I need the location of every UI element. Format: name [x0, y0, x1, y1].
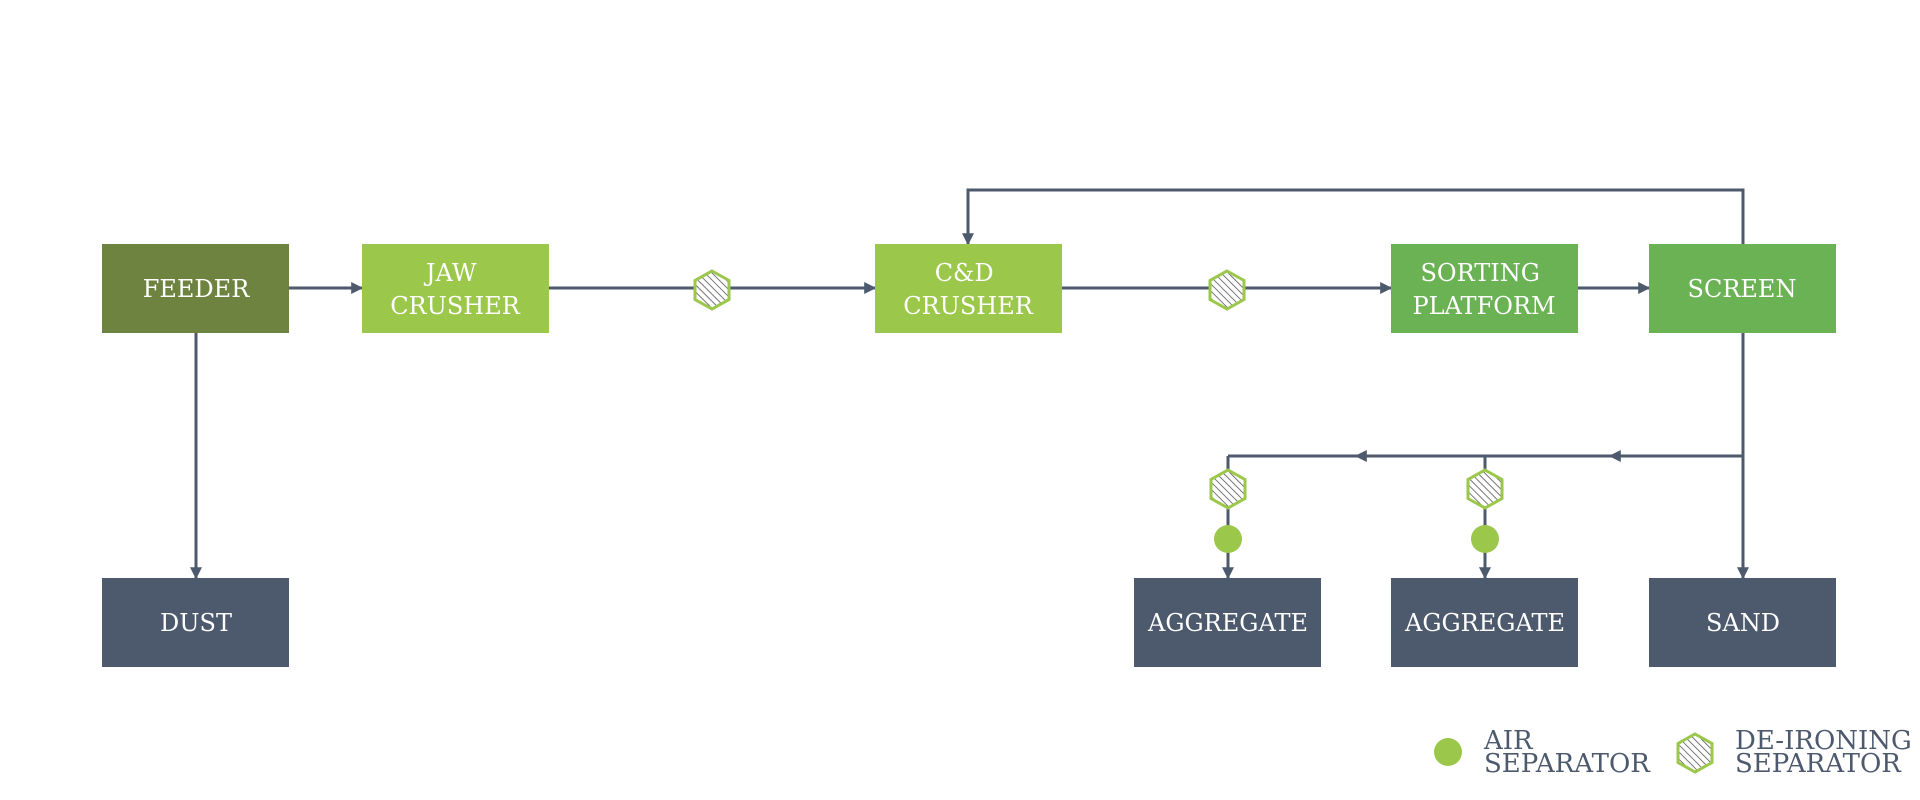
- node-aggregate-2-label: AGGREGATE: [1404, 609, 1565, 637]
- deironing-separators: [693, 269, 1504, 510]
- svg-text:AIR SEPARATOR: AIR SEPARATOR: [1483, 726, 1651, 779]
- node-screen-label: SCREEN: [1688, 275, 1797, 303]
- node-feeder-label: FEEDER: [143, 275, 250, 303]
- legend-air-separator-label-line2: SEPARATOR: [1484, 749, 1651, 779]
- node-sorting-platform: SORTING PLATFORM: [1391, 244, 1578, 333]
- air-separator-icon: [1471, 525, 1499, 553]
- node-aggregate-2: AGGREGATE: [1391, 578, 1578, 667]
- deironing-separator-icon: [1208, 269, 1246, 311]
- node-jaw-crusher-label-line2: CRUSHER: [390, 292, 521, 320]
- deironing-separator-icon: [1209, 468, 1247, 510]
- legend-deironing-separator-icon: [1676, 732, 1714, 774]
- node-sand: SAND: [1649, 578, 1836, 667]
- node-cd-crusher-label-line2: CRUSHER: [903, 292, 1034, 320]
- svg-text:DE-IRONING SEPARATOR: DE-IRONING SEPARATOR: [1735, 726, 1920, 779]
- svg-text:JAW CRUSHER: JAW CRUSHER: [390, 259, 521, 320]
- node-cd-crusher-label-line1: C&D: [935, 259, 994, 287]
- node-screen: SCREEN: [1649, 244, 1836, 333]
- node-sorting-platform-label-line2: PLATFORM: [1412, 292, 1555, 320]
- node-jaw-crusher-label-line1: JAW: [423, 259, 477, 287]
- air-separators: [1214, 525, 1499, 553]
- node-dust: DUST: [102, 578, 289, 667]
- legend-deironing-separator-label-line2: SEPARATOR: [1735, 749, 1902, 779]
- node-aggregate-1-label: AGGREGATE: [1147, 609, 1308, 637]
- legend: AIR SEPARATOR DE-IRONING SEPARATOR: [1434, 726, 1920, 779]
- node-aggregate-1: AGGREGATE: [1134, 578, 1321, 667]
- node-dust-label: DUST: [160, 609, 232, 637]
- svg-text:AGGREGATE: AGGREGATE: [1147, 609, 1308, 637]
- node-cd-crusher: C&D CRUSHER: [875, 244, 1062, 333]
- flow-screen-recycle-to-cd: [962, 188, 1745, 246]
- svg-text:DUST: DUST: [160, 609, 232, 637]
- svg-text:AGGREGATE: AGGREGATE: [1404, 609, 1565, 637]
- legend-air-separator-icon: [1434, 738, 1462, 766]
- svg-text:SORTING PLATFORM: SORTING PLATFORM: [1412, 259, 1555, 320]
- node-sand-label: SAND: [1706, 609, 1780, 637]
- legend-air-separator-label-line1: AIR: [1483, 726, 1534, 756]
- node-sorting-platform-label-line1: SORTING: [1420, 259, 1539, 287]
- deironing-separator-icon: [1466, 468, 1504, 510]
- node-feeder: FEEDER: [102, 244, 289, 333]
- svg-text:SCREEN: SCREEN: [1688, 275, 1797, 303]
- air-separator-icon: [1214, 525, 1242, 553]
- svg-text:FEEDER: FEEDER: [143, 275, 250, 303]
- svg-text:SAND: SAND: [1706, 609, 1780, 637]
- deironing-separator-icon: [693, 269, 731, 311]
- node-jaw-crusher: JAW CRUSHER: [362, 244, 549, 333]
- svg-text:C&D CRUSHER: C&D CRUSHER: [903, 259, 1034, 320]
- legend-deironing-separator-label-line1: DE-IRONING: [1735, 726, 1912, 756]
